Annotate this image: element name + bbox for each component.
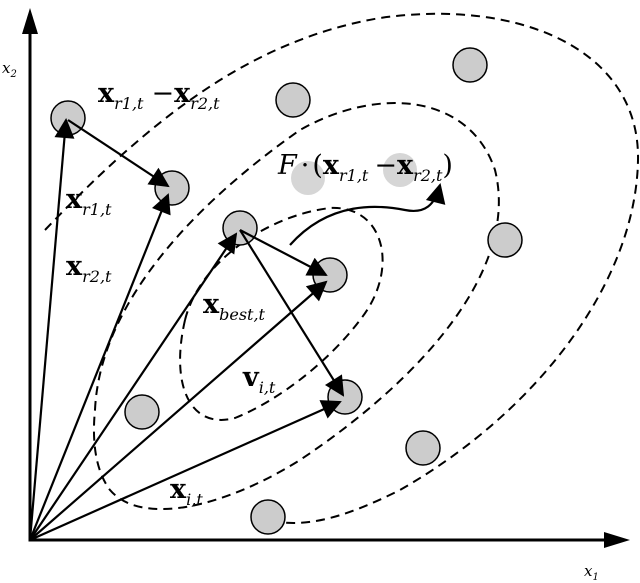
ghost-point: [383, 153, 417, 187]
point-xr2: [154, 170, 190, 206]
scaled-diff-label: F·(xr1,t−xr2,t): [277, 150, 453, 185]
vector-xr1: [28, 118, 75, 541]
contour-inner: [179, 206, 384, 421]
vi-label: vi,t: [242, 362, 276, 397]
y-axis-label: x2: [2, 59, 17, 80]
vector-diff: [67, 119, 170, 188]
xr1-label: xr1,t: [66, 184, 112, 219]
point-best: [222, 210, 258, 246]
xbest-label: xbest,t: [203, 289, 266, 324]
population-point: [452, 47, 488, 83]
point-mid: [312, 257, 348, 293]
vector-mid: [29, 280, 328, 541]
vector-best-to-mid: [239, 229, 328, 276]
xi-label: xi,t: [170, 474, 203, 509]
vector-vi: [239, 229, 345, 397]
population-point: [487, 222, 523, 258]
population: [50, 47, 523, 535]
population-point: [275, 82, 311, 118]
x-axis-arrow-icon: [604, 532, 630, 548]
vector-xi: [29, 400, 342, 542]
xr2-label: xr2,t: [66, 251, 112, 286]
vector-scaled-diff: [289, 183, 446, 246]
ghost-point: [291, 161, 325, 195]
population-point: [124, 394, 160, 430]
origin-vectors: [28, 118, 342, 542]
axes: [22, 8, 630, 548]
population-point: [250, 499, 286, 535]
difference-vectors: [67, 119, 446, 397]
diff-label: xr1,t−xr2,t: [98, 78, 220, 113]
population-point: [405, 430, 441, 466]
x-axis-label: x1: [584, 562, 599, 583]
ghost-points: [291, 153, 417, 195]
point-xi: [327, 379, 363, 415]
y-axis-arrow-icon: [22, 8, 38, 34]
contour-outer: [44, 12, 640, 524]
vector-xr2: [28, 193, 171, 541]
vector-xbest: [29, 232, 238, 541]
point-xr1: [50, 100, 86, 136]
